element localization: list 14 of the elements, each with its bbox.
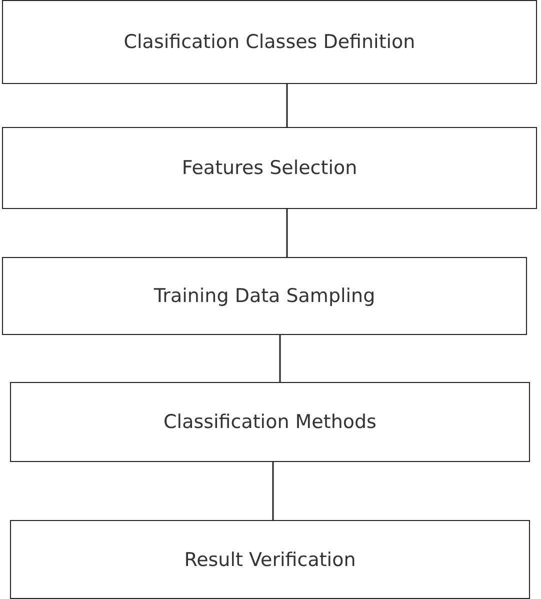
process-box: [2, 0, 537, 84]
connector-line: [286, 84, 288, 127]
step-label: Clasification Classes Definition: [124, 31, 416, 53]
step-label: Features Selection: [182, 157, 358, 179]
process-box: [2, 127, 537, 209]
connector-line: [272, 462, 274, 520]
process-box: [10, 382, 530, 462]
step-label: Classification Methods: [164, 411, 376, 433]
process-box: [2, 257, 527, 335]
connector-line: [279, 335, 281, 382]
connector-line: [286, 209, 288, 257]
process-box: [10, 520, 530, 599]
step-label: Training Data Sampling: [154, 285, 376, 307]
step-label: Result Verification: [184, 548, 356, 570]
